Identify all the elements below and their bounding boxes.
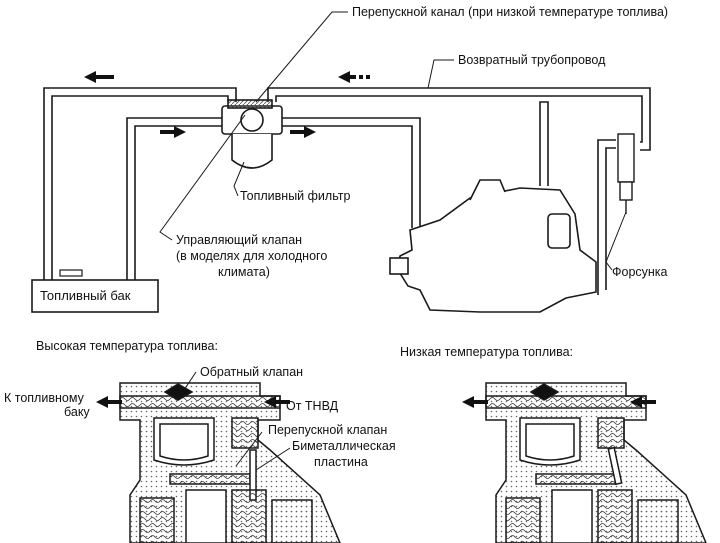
- bypass-channel-label: Перепускной канал (при низкой температур…: [352, 5, 668, 19]
- from-pump-label: От ТНВД: [286, 399, 339, 413]
- arrow-left-icon: [96, 396, 122, 408]
- high-temp-heading: Высокая температура топлива:: [36, 339, 218, 353]
- fuel-filter: [221, 99, 283, 169]
- control-valve-label-1: Управляющий клапан: [176, 233, 302, 247]
- check-valve-label: Обратный клапан: [200, 365, 303, 379]
- arrow-right-icon: [290, 126, 316, 138]
- valve-section-high: [119, 382, 341, 543]
- injector: [617, 133, 635, 214]
- injector-label: Форсунка: [612, 265, 668, 279]
- bypass-valve-label: Перепускной клапан: [268, 423, 387, 437]
- control-valve-label-3: климата): [218, 265, 270, 279]
- return-line-label: Возвратный трубопровод: [458, 53, 606, 67]
- arrow-left-dashed-icon: [338, 71, 370, 83]
- bimetal-label-1: Биметаллическая: [292, 439, 396, 453]
- fuel-tank-label: Топливный бак: [40, 288, 131, 303]
- low-temp-heading: Низкая температура топлива:: [400, 345, 573, 359]
- valve-section-low: [485, 382, 707, 543]
- bimetal-label-2: пластина: [314, 455, 368, 469]
- to-tank-label-2: баку: [64, 405, 90, 419]
- control-valve-label-2: (в моделях для холодного: [176, 249, 327, 263]
- arrow-left-icon: [630, 396, 656, 408]
- arrow-left-icon: [462, 396, 488, 408]
- arrow-left-icon: [264, 396, 290, 408]
- leader-lines-high: [183, 371, 291, 471]
- leader-lines: [159, 11, 627, 271]
- injection-pump: [389, 179, 597, 313]
- fuel-filter-label: Топливный фильтр: [240, 189, 350, 203]
- fuel-tank: Топливный бак: [31, 269, 159, 313]
- arrow-right-icon: [160, 126, 186, 138]
- to-tank-label-1: К топливному: [4, 391, 85, 405]
- arrow-left-icon: [84, 71, 114, 83]
